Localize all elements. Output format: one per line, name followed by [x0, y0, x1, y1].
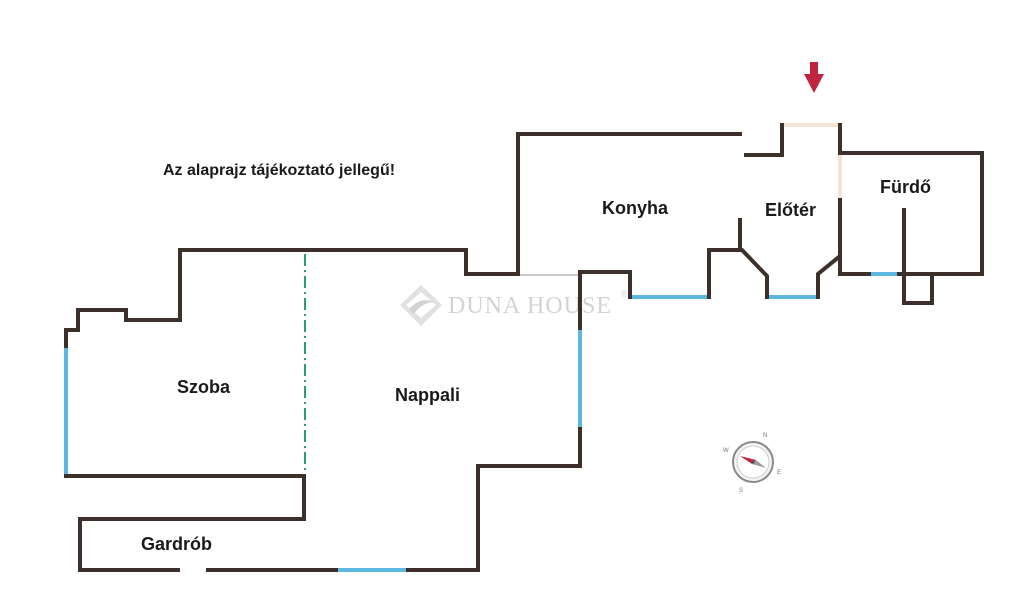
wall-eloter-east	[816, 198, 842, 299]
compass-icon: N E S W	[723, 433, 781, 494]
disclaimer-notice: Az alaprajz tájékoztató jellegű!	[163, 162, 395, 179]
wall-nappali-east	[578, 270, 632, 330]
walls	[64, 123, 984, 572]
compass-west: W	[723, 448, 729, 454]
room-label-nappali: Nappali	[395, 385, 460, 405]
wall-furdo-south-west	[838, 254, 871, 276]
watermark-brand: DUNA HOUSE	[448, 293, 612, 319]
wall-north-west	[64, 248, 520, 348]
room-label-furdo: Fürdő	[880, 177, 931, 197]
compass-south: S	[739, 488, 743, 494]
wall-gardrob	[78, 474, 306, 572]
room-label-gardrob: Gardrób	[141, 534, 212, 554]
duna-house-logo-icon	[400, 285, 442, 326]
wall-furdo-inner	[897, 208, 934, 305]
wall-konyha-north	[516, 132, 742, 276]
doors	[783, 123, 842, 198]
windows	[64, 272, 897, 572]
room-label-eloter: Előtér	[765, 200, 816, 220]
wall-konyha-eloter	[744, 123, 784, 157]
watermark: DUNA HOUSE ®	[400, 285, 628, 326]
wall-konyha-south	[707, 248, 769, 299]
room-label-szoba: Szoba	[177, 377, 231, 397]
compass-north: N	[763, 433, 767, 439]
compass-east: E	[777, 470, 781, 476]
entrance-arrow-icon	[804, 62, 824, 93]
wall-furdo-outer	[838, 151, 984, 276]
room-label-konyha: Konyha	[602, 198, 669, 218]
watermark-registered: ®	[621, 289, 628, 299]
wall-nappali-south	[406, 427, 582, 572]
